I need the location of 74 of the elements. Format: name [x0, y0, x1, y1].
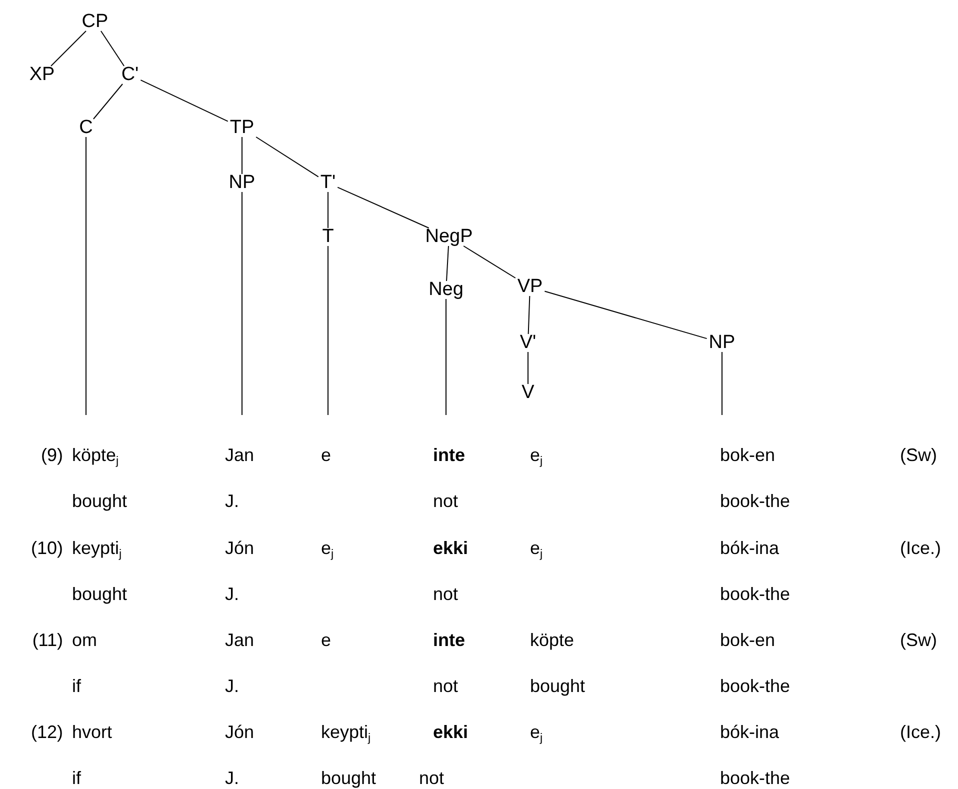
gloss-word: J. [225, 676, 240, 696]
tree-branch [100, 30, 125, 66]
example-word: ekki [433, 722, 468, 742]
tree-node-label: Neg [428, 280, 464, 300]
example-word: hvort [72, 722, 112, 742]
gloss-word: bought [530, 676, 586, 696]
example-word: keypti$_{j}$ [321, 722, 371, 742]
tree-node-label: TP [230, 118, 254, 138]
example-word: e [321, 630, 332, 650]
tree-node-label: VP [517, 277, 543, 297]
tree-node-label: T' [320, 173, 336, 193]
language-tag: (Sw) [900, 445, 937, 465]
language-tag: (Sw) [900, 630, 937, 650]
example-word: köpte$_{j}$ [72, 445, 119, 465]
example-word: bok-en [720, 445, 776, 465]
tree-node-label: C [79, 118, 93, 138]
gloss-word: book-the [720, 768, 790, 788]
example-word: Jan [225, 630, 254, 650]
example-word: e$_{j}$ [530, 722, 543, 742]
gloss-word: J. [225, 768, 240, 788]
tree-node-label: V' [520, 333, 536, 353]
tree-branch [92, 84, 124, 120]
example-word: bok-en [720, 630, 776, 650]
example-word: Jón [225, 538, 254, 558]
example-number: (12) [30, 722, 63, 742]
tree-node-label: NP [228, 173, 256, 193]
example-word: bók-ina [720, 538, 780, 558]
example-number: (11) [32, 630, 63, 650]
example-word: e$_{j}$ [321, 538, 334, 558]
tree-node-label: V [522, 383, 534, 403]
example-word: Jón [225, 722, 254, 742]
language-tag: (Ice.) [900, 722, 942, 742]
example-word: Jan [225, 445, 254, 465]
tree-node-label: CP [82, 12, 108, 32]
gloss-word: J. [225, 491, 240, 511]
gloss-word: J. [225, 584, 240, 604]
tree-node-label: XP [29, 65, 55, 85]
tree-branch [140, 80, 228, 122]
language-tag: (Ice.) [900, 538, 942, 558]
tree-branch [463, 246, 516, 278]
tree-branch [446, 246, 449, 282]
gloss-word: bought [72, 584, 128, 604]
tree-node-label: C' [121, 65, 139, 85]
tree-node-label: T [322, 227, 334, 247]
gloss-word: bought [72, 491, 128, 511]
example-word: köpte [530, 630, 574, 650]
example-word: ekki [433, 538, 468, 558]
example-word: keypti$_{j}$ [72, 538, 122, 558]
example-word: inte [433, 630, 466, 650]
example-word: inte [433, 445, 466, 465]
tree-branch [544, 290, 708, 340]
example-word: om [72, 630, 98, 650]
gloss-word: book-the [720, 584, 790, 604]
gloss-word: book-the [720, 491, 790, 511]
gloss-word: not [433, 584, 458, 604]
gloss-word: book-the [720, 676, 790, 696]
gloss-word: not [433, 676, 458, 696]
tree-branch [50, 30, 86, 66]
tree-branch [528, 296, 530, 334]
example-word: e$_{j}$ [530, 538, 543, 558]
tree-branch [337, 186, 430, 228]
example-word: e$_{j}$ [530, 445, 543, 465]
gloss-word: if [72, 676, 81, 696]
tree-branch [256, 136, 319, 178]
example-number: (9) [41, 445, 63, 465]
tree-node-label: NP [708, 333, 736, 353]
example-number: (10) [30, 538, 63, 558]
gloss-word: bought [321, 768, 376, 788]
gloss-word: if [72, 768, 81, 788]
example-word: bók-ina [720, 722, 780, 742]
example-word: e [321, 445, 332, 465]
tree-node-label: NegP [425, 227, 473, 247]
gloss-word: not [433, 491, 458, 511]
gloss-word: not [419, 768, 444, 788]
